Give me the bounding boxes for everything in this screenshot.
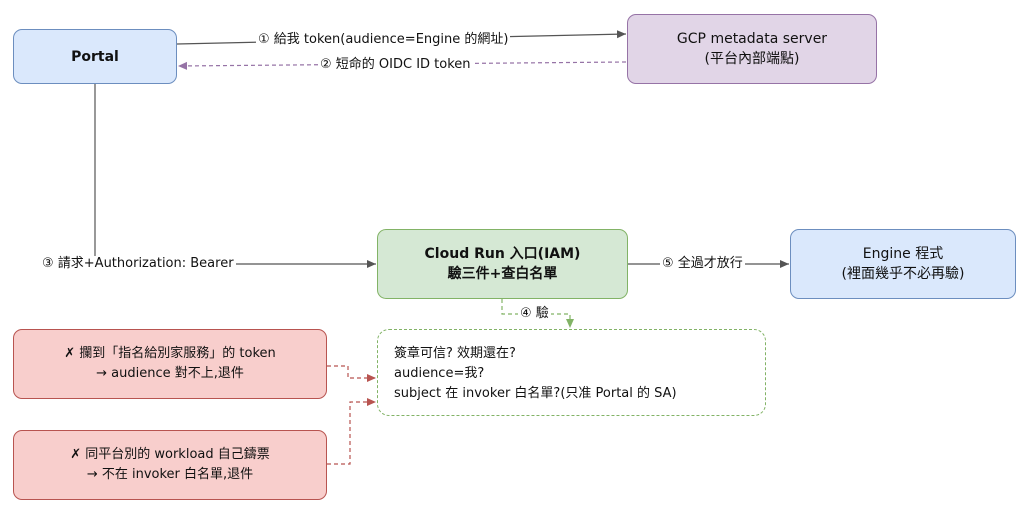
edge-label-4: ④ 驗 [518, 306, 551, 322]
edge-label-5: ⑤ 全過才放行 [660, 256, 745, 272]
check-audience: audience=我? [394, 366, 485, 381]
edge-attack2 [327, 398, 376, 465]
edge-label-2: ② 短命的 OIDC ID token [318, 57, 473, 73]
check-signature-expiry: 簽章可信? 效期還在? [394, 346, 516, 361]
verification-checklist: 簽章可信? 效期還在? audience=我? subject 在 invoke… [377, 329, 766, 416]
engine-node: Engine 程式 (裡面幾乎不必再驗) [790, 229, 1016, 299]
attack-self-minted-token: ✗ 同平台別的 workload 自己鑄票 → 不在 invoker 白名單,退… [13, 430, 327, 500]
engine-line1: Engine 程式 [862, 246, 944, 262]
edge-label-3: ③ 請求+Authorization: Bearer [40, 256, 236, 272]
metadata-line1: GCP metadata server [676, 31, 828, 47]
attack1-line2: → audience 對不上,退件 [96, 366, 244, 381]
edge-label-1: ① 給我 token(audience=Engine 的網址) [256, 32, 511, 48]
cloud-run-line2: 驗三件+查白名單 [447, 266, 558, 282]
metadata-line2: (平台內部端點) [704, 51, 800, 67]
portal-label: Portal [71, 48, 119, 65]
edge-attack1 [327, 365, 376, 382]
attack2-line1: ✗ 同平台別的 workload 自己鑄票 [70, 447, 270, 462]
attack-intercepted-token: ✗ 攔到「指名給別家服務」的 token → audience 對不上,退件 [13, 329, 327, 399]
edge-bearer-request [94, 84, 376, 268]
attack2-line2: → 不在 invoker 白名單,退件 [86, 467, 254, 482]
metadata-server-node: GCP metadata server (平台內部端點) [627, 14, 877, 84]
check-subject-whitelist: subject 在 invoker 白名單?(只准 Portal 的 SA) [394, 386, 677, 401]
engine-line2: (裡面幾乎不必再驗) [841, 266, 965, 282]
portal-node: Portal [13, 29, 177, 84]
attack1-line1: ✗ 攔到「指名給別家服務」的 token [64, 346, 276, 361]
cloud-run-line1: Cloud Run 入口(IAM) [424, 246, 581, 262]
cloud-run-node: Cloud Run 入口(IAM) 驗三件+查白名單 [377, 229, 628, 299]
